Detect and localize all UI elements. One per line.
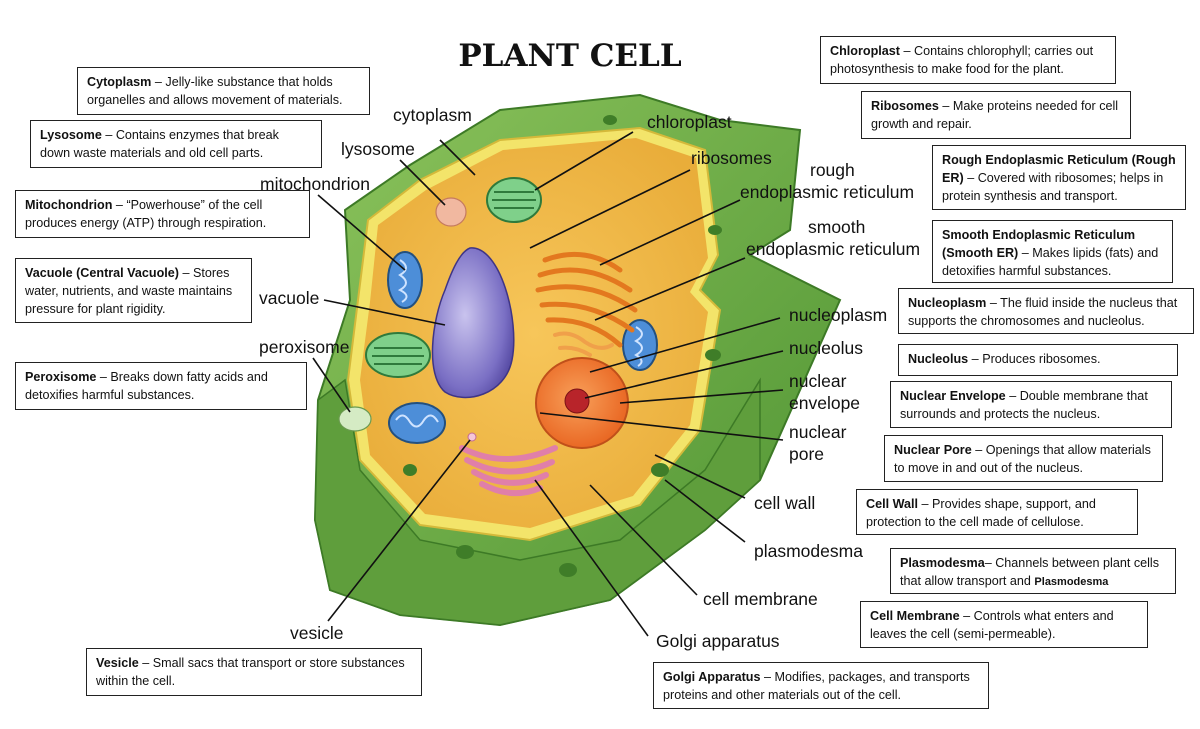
term-chloroplast: Chloroplast bbox=[830, 44, 900, 58]
label-peroxisome: peroxisome bbox=[259, 337, 350, 357]
definition-box-cell-membrane: Cell Membrane – Controls what enters and… bbox=[860, 601, 1148, 648]
def-vacuole: – Stores water, nutrients, and waste mai… bbox=[25, 266, 233, 316]
label-smooth-er-line1: smooth bbox=[808, 217, 866, 237]
def-golgi: – Modifies, packages, and transports pro… bbox=[663, 670, 970, 702]
def-smooth-er: – Makes lipids (fats) and detoxifies har… bbox=[942, 246, 1159, 278]
vacuole-shape bbox=[431, 247, 515, 399]
definition-box-cytoplasm: Cytoplasm – Jelly-like substance that ho… bbox=[77, 67, 370, 115]
label-cell-wall: cell wall bbox=[754, 493, 816, 513]
label-plasmodesma: plasmodesma bbox=[754, 541, 863, 561]
peroxisome-shape bbox=[338, 406, 372, 432]
definition-box-nuclear-pore: Nuclear Pore – Openings that allow mater… bbox=[884, 435, 1163, 482]
label-vesicle: vesicle bbox=[290, 623, 344, 643]
definition-box-plasmodesma: Plasmodesma– Channels between plant cell… bbox=[890, 548, 1176, 594]
term-cell-wall: Cell Wall bbox=[866, 497, 919, 511]
term-plasmodesma-2: Plasmodesma bbox=[1034, 576, 1109, 588]
def-mitochondrion: – “Powerhouse” of the cell produces ener… bbox=[25, 198, 267, 230]
page-title: PLANT CELL bbox=[458, 38, 682, 74]
label-cell-membrane: cell membrane bbox=[703, 589, 818, 609]
chloroplast-shapes bbox=[365, 177, 542, 378]
rough-er-shape bbox=[535, 251, 638, 348]
nucleolus-shape bbox=[564, 388, 590, 414]
definition-box-nucleoplasm: Nucleoplasm – The fluid inside the nucle… bbox=[898, 288, 1194, 334]
label-nucleoplasm: nucleoplasm bbox=[789, 305, 888, 325]
definition-box-peroxisome: Peroxisome – Breaks down fatty acids and… bbox=[15, 362, 307, 410]
smooth-er-shape bbox=[553, 331, 614, 357]
term-plasmodesma: Plasmodesma bbox=[900, 556, 985, 570]
plasmodesmata bbox=[403, 115, 722, 577]
label-golgi-apparatus: Golgi apparatus bbox=[656, 631, 780, 651]
term-nuclear-pore: Nuclear Pore bbox=[894, 443, 972, 457]
cytoplasm-shape bbox=[360, 138, 708, 528]
def-cytoplasm: – Jelly-like substance that holds organe… bbox=[87, 75, 343, 107]
term-nuclear-envelope: Nuclear Envelope bbox=[900, 389, 1006, 403]
def-cell-membrane: – Controls what enters and leaves the ce… bbox=[870, 609, 1114, 641]
label-mitochondrion: mitochondrion bbox=[260, 174, 370, 194]
label-chloroplast: chloroplast bbox=[647, 112, 732, 132]
def-peroxisome: – Breaks down fatty acids and detoxifies… bbox=[25, 370, 268, 402]
definition-box-smooth-er: Smooth Endoplasmic Reticulum (Smooth ER)… bbox=[932, 220, 1173, 283]
label-nuclear-envelope-line2: envelope bbox=[789, 393, 861, 413]
definition-box-chloroplast: Chloroplast – Contains chlorophyll; carr… bbox=[820, 36, 1116, 84]
label-lysosome: lysosome bbox=[341, 139, 415, 159]
golgi-shape bbox=[459, 445, 558, 497]
def-plasmodesma: – Channels between plant cells that allo… bbox=[900, 556, 1160, 588]
def-ribosomes: – Make proteins needed for cell growth a… bbox=[871, 99, 1119, 131]
term-peroxisome: Peroxisome bbox=[25, 370, 97, 384]
term-nucleoplasm: Nucleoplasm bbox=[908, 296, 987, 310]
label-nuclear-pore-line2: pore bbox=[789, 444, 825, 464]
lysosome-shape bbox=[435, 197, 467, 227]
label-nuclear-pore-line1: nuclear bbox=[789, 422, 847, 442]
term-cell-membrane: Cell Membrane bbox=[870, 609, 960, 623]
label-vacuole: vacuole bbox=[259, 288, 320, 308]
term-nucleolus: Nucleolus bbox=[908, 352, 969, 366]
definition-box-nuclear-envelope: Nuclear Envelope – Double membrane that … bbox=[890, 381, 1172, 428]
def-lysosome: – Contains enzymes that break down waste… bbox=[40, 128, 279, 160]
mitochondrion-shapes bbox=[387, 251, 658, 444]
term-lysosome: Lysosome bbox=[40, 128, 102, 142]
def-chloroplast: – Contains chlorophyll; carries out phot… bbox=[830, 44, 1094, 76]
label-rough-er-line2: endoplasmic reticulum bbox=[740, 182, 915, 202]
definition-box-lysosome: Lysosome – Contains enzymes that break d… bbox=[30, 120, 322, 168]
definition-box-nucleolus: Nucleolus – Produces ribosomes. bbox=[898, 344, 1178, 376]
def-nuclear-pore: – Openings that allow materials to move … bbox=[894, 443, 1151, 475]
label-rough-er-line1: rough bbox=[810, 160, 855, 180]
definition-box-ribosomes: Ribosomes – Make proteins needed for cel… bbox=[861, 91, 1131, 139]
label-smooth-er-line2: endoplasmic reticulum bbox=[746, 239, 921, 259]
def-rough-er: – Covered with ribosomes; helps in prote… bbox=[942, 171, 1164, 203]
def-nucleoplasm: – The fluid inside the nucleus that supp… bbox=[908, 296, 1178, 328]
definition-box-vesicle: Vesicle – Small sacs that transport or s… bbox=[86, 648, 422, 696]
term-golgi: Golgi Apparatus bbox=[663, 670, 761, 684]
definition-box-mitochondrion: Mitochondrion – “Powerhouse” of the cell… bbox=[15, 190, 310, 238]
def-nuclear-envelope: – Double membrane that surrounds and pro… bbox=[900, 389, 1148, 421]
vesicle-shape bbox=[467, 432, 477, 442]
term-vacuole: Vacuole (Central Vacuole) bbox=[25, 266, 179, 280]
def-nucleolus: – Produces ribosomes. bbox=[968, 352, 1101, 366]
def-vesicle: – Small sacs that transport or store sub… bbox=[96, 656, 405, 688]
term-cytoplasm: Cytoplasm bbox=[87, 75, 152, 89]
definition-box-vacuole: Vacuole (Central Vacuole) – Stores water… bbox=[15, 258, 252, 323]
label-cytoplasm: cytoplasm bbox=[393, 105, 472, 125]
term-vesicle: Vesicle bbox=[96, 656, 139, 670]
def-cell-wall: – Provides shape, support, and protectio… bbox=[866, 497, 1096, 529]
term-mitochondrion: Mitochondrion bbox=[25, 198, 113, 212]
term-ribosomes: Ribosomes bbox=[871, 99, 939, 113]
leader-lines bbox=[312, 131, 784, 637]
term-smooth-er: Smooth Endoplasmic Reticulum (Smooth ER) bbox=[942, 228, 1136, 260]
label-nucleolus: nucleolus bbox=[789, 338, 863, 358]
definition-box-golgi: Golgi Apparatus – Modifies, packages, an… bbox=[653, 662, 989, 709]
definition-box-rough-er: Rough Endoplasmic Reticulum (Rough ER) –… bbox=[932, 145, 1186, 210]
term-rough-er: Rough Endoplasmic Reticulum (Rough ER) bbox=[942, 153, 1176, 185]
label-ribosomes: ribosomes bbox=[691, 148, 772, 168]
label-nuclear-envelope-line1: nuclear bbox=[789, 371, 847, 391]
definition-box-cell-wall: Cell Wall – Provides shape, support, and… bbox=[856, 489, 1138, 535]
